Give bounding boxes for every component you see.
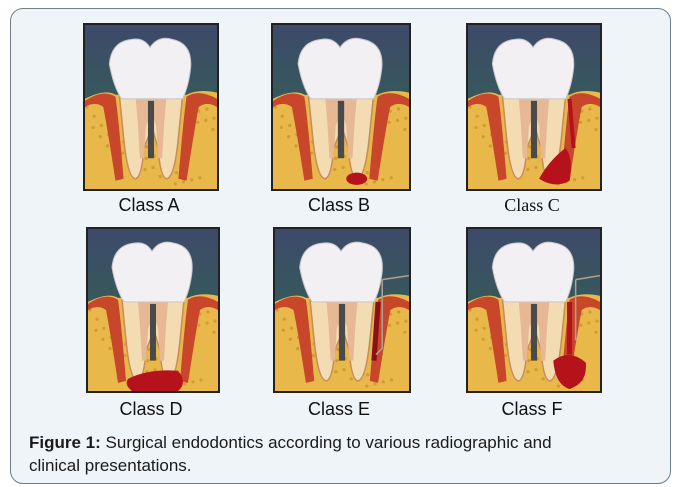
root-canal-filling xyxy=(339,304,345,361)
periapical-lesion xyxy=(346,173,367,185)
panel-label-class-c: Class C xyxy=(462,195,602,216)
tooth-crown xyxy=(112,242,192,302)
panel-class-f xyxy=(466,227,602,393)
panel-class-c xyxy=(466,23,602,191)
tooth-illustration xyxy=(468,25,600,189)
tooth-crown xyxy=(300,242,383,302)
tooth-crown xyxy=(492,38,573,98)
caption-label: Figure 1: xyxy=(29,433,101,452)
panel-class-b xyxy=(271,23,411,191)
root-canal-filling xyxy=(531,101,537,158)
panel-label-class-d: Class D xyxy=(81,399,221,420)
panel-label-class-a: Class A xyxy=(79,195,219,216)
panel-label-class-b: Class B xyxy=(269,195,409,216)
tooth-illustration xyxy=(275,229,409,391)
tooth-crown xyxy=(298,38,382,98)
tooth-illustration xyxy=(88,229,218,391)
panel-class-a xyxy=(83,23,219,191)
figure-frame: Class A Class B Class C Class D Class E … xyxy=(10,8,671,484)
panel-class-e xyxy=(273,227,411,393)
root-canal-filling xyxy=(338,101,344,158)
panel-label-class-e: Class E xyxy=(269,399,409,420)
panel-label-class-f: Class F xyxy=(462,399,602,420)
tooth-crown xyxy=(109,38,190,98)
tooth-illustration xyxy=(273,25,409,189)
tooth-crown xyxy=(492,242,573,302)
tooth-illustration xyxy=(468,229,600,391)
tooth-illustration xyxy=(85,25,217,189)
root-canal-filling xyxy=(148,101,154,158)
root-canal-filling xyxy=(531,304,537,361)
root-canal-filling xyxy=(150,304,156,361)
panel-class-d xyxy=(86,227,220,393)
caption-text: Surgical endodontics according to variou… xyxy=(29,433,552,475)
figure-caption: Figure 1: Surgical endodontics according… xyxy=(29,431,589,477)
